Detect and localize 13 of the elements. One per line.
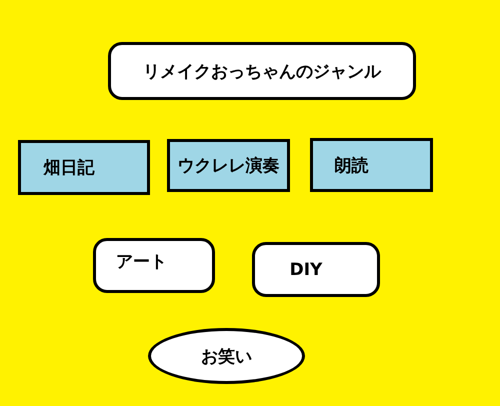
title-box [108, 42, 416, 100]
node-label: 畑日記 [44, 157, 94, 179]
node-label: DIY [290, 260, 322, 280]
category-box [18, 140, 150, 195]
category-box [167, 139, 290, 192]
node-label: アート [116, 251, 167, 273]
node-label: お笑い [201, 346, 252, 368]
node-label: リメイクおっちゃんのジャンル [143, 60, 381, 82]
node-label: ウクレレ演奏 [178, 155, 280, 177]
category-box [252, 242, 380, 297]
category-box [310, 138, 433, 192]
category-box [93, 238, 215, 293]
node-label: 朗読 [334, 154, 368, 176]
